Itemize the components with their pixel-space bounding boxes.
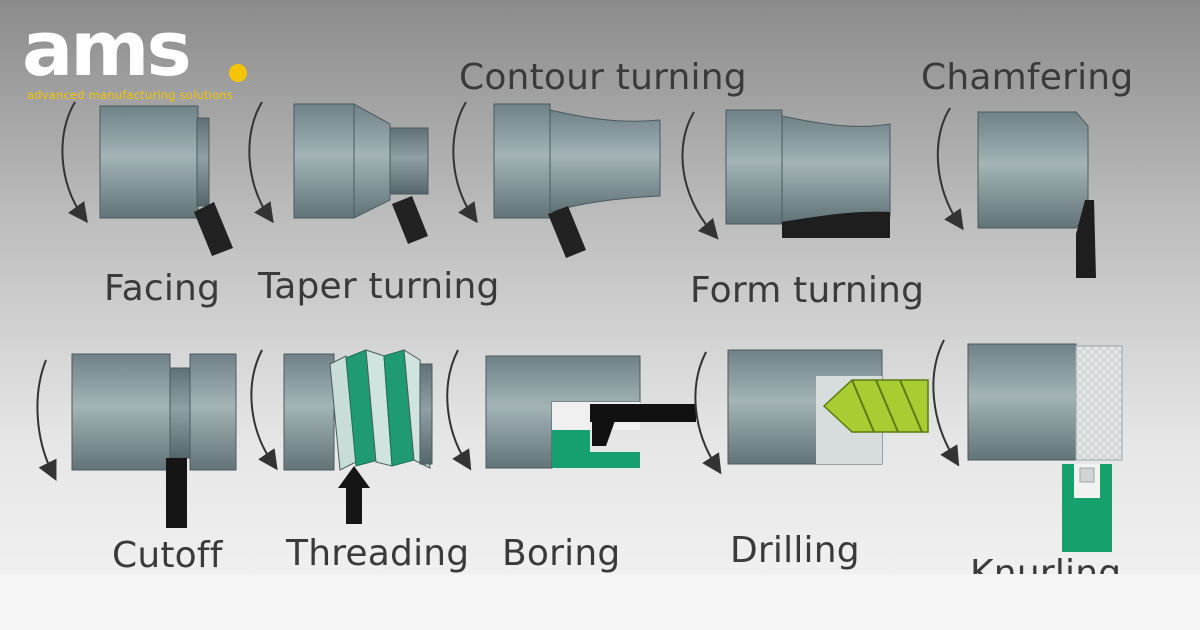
rotation-arrow-icon <box>452 101 478 224</box>
workpiece-face <box>196 117 210 207</box>
bottom-band <box>0 574 1200 630</box>
workpiece <box>493 103 551 219</box>
workpiece <box>725 109 783 225</box>
boring-bar <box>590 404 696 422</box>
taper-section <box>353 103 391 219</box>
workpiece-part <box>189 353 237 471</box>
cutting-tool <box>194 202 233 256</box>
form-tool <box>782 211 890 238</box>
rotation-arrow-icon <box>250 349 278 471</box>
cut-groove <box>169 367 191 459</box>
workpiece-end <box>389 127 429 195</box>
workpiece <box>71 353 171 471</box>
label-boring: Boring <box>502 533 621 574</box>
boring-illustration <box>446 349 696 471</box>
threading-illustration <box>250 349 433 524</box>
threading-tool-tip <box>338 466 370 488</box>
label-contour-turning: Contour turning <box>459 57 747 98</box>
label-chamfering: Chamfering <box>921 57 1134 98</box>
rotation-arrow-icon <box>936 107 964 231</box>
rotation-arrow-icon <box>446 349 472 471</box>
boring-tool-tip <box>592 418 616 446</box>
label-drilling: Drilling <box>730 530 860 571</box>
rotation-arrow-icon <box>694 351 722 475</box>
form-section <box>781 115 891 223</box>
taper-turning-illustration <box>248 101 429 244</box>
chamfer-tool <box>1076 200 1096 278</box>
workpiece <box>99 105 199 219</box>
drilling-illustration <box>694 349 929 475</box>
cutting-tool <box>392 196 428 244</box>
workpiece <box>293 103 355 219</box>
logo-tagline: advanced manufacturing solutions <box>27 88 233 102</box>
rotation-arrow-icon <box>681 111 719 240</box>
rotation-arrow-icon <box>932 339 960 467</box>
chamfering-illustration <box>936 107 1096 278</box>
label-threading: Threading <box>286 533 470 574</box>
logo-dot <box>229 64 247 82</box>
facing-illustration <box>61 101 233 256</box>
knurled-section <box>1075 345 1123 461</box>
drill-bit <box>822 379 929 433</box>
rotation-arrow-icon <box>61 101 88 224</box>
label-facing: Facing <box>104 268 221 309</box>
thread-profile <box>329 349 433 471</box>
label-cutoff: Cutoff <box>112 535 223 576</box>
rotation-arrow-icon <box>248 101 274 224</box>
ams-logo: ams advanced manufacturing solutions <box>22 4 262 108</box>
cutting-tool <box>548 206 586 258</box>
cutoff-illustration <box>36 353 237 528</box>
label-knurling: Knurling <box>970 556 1122 578</box>
logo-wordmark: ams <box>22 4 192 93</box>
workpiece <box>283 353 335 471</box>
label-form-turning: Form turning <box>690 270 925 311</box>
knurling-illustration <box>932 339 1123 552</box>
workpiece <box>967 343 1077 461</box>
rotation-arrow-icon <box>36 359 57 481</box>
form-turning-illustration <box>681 109 891 240</box>
bored-section <box>552 430 640 468</box>
workpiece <box>977 111 1089 229</box>
cutoff-tool <box>166 458 187 528</box>
label-taper-turning: Taper turning <box>258 266 500 307</box>
contour-turning-illustration <box>452 101 661 258</box>
contour-section <box>549 109 661 213</box>
knurl-wheel <box>1079 467 1095 483</box>
